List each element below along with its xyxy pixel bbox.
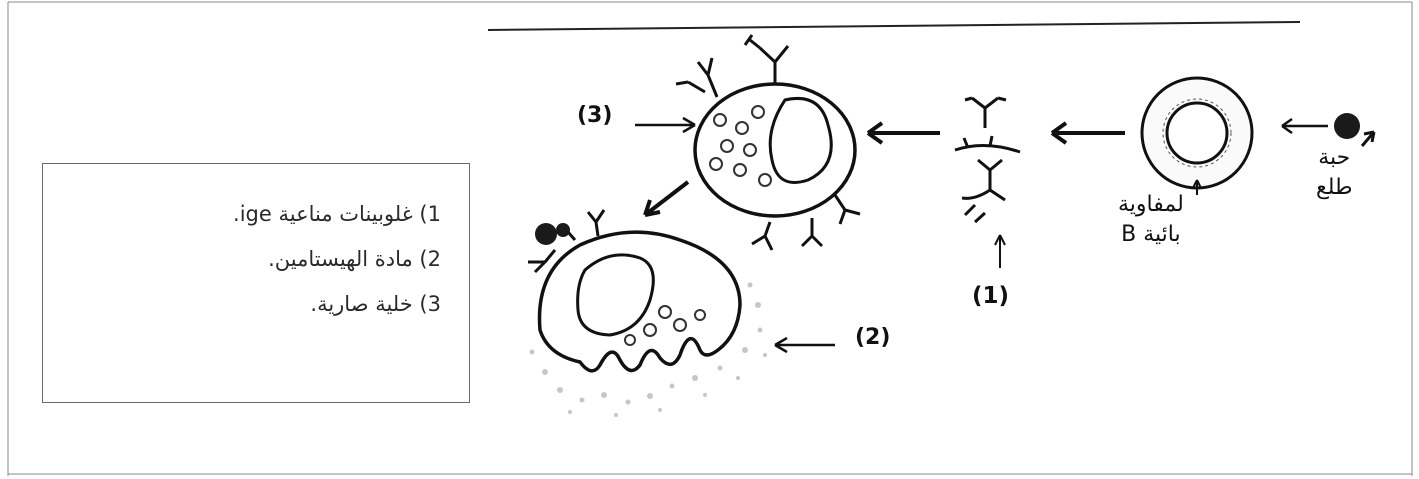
legend-item-histamine: 2) مادة الهيستامين. <box>233 237 441 282</box>
antibodies-ige <box>955 98 1020 222</box>
label-b-lymphocyte: لمفاوية بائية B <box>1118 190 1184 250</box>
label-b-lymphocyte-line2: بائية B <box>1118 220 1184 250</box>
pollen-grain <box>1334 113 1374 146</box>
arrow-label1-to-antibodies <box>995 235 1005 268</box>
label-pollen-line2: طلع <box>1316 173 1353 203</box>
arrow-mastcell-to-degranulation <box>645 182 688 215</box>
arrow-label3-to-mastcell <box>635 118 695 132</box>
label-histamine-number: (2) <box>855 325 890 350</box>
mast-cell-sensitized <box>676 35 860 250</box>
legend-box: 1) غلوبينات مناعية ige. 2) مادة الهيستام… <box>42 163 470 403</box>
arrow-label2-to-histamine <box>775 338 835 352</box>
arrow-bcell-to-antibodies <box>1052 123 1125 143</box>
legend-item-mast-cell: 3) خلية صارية. <box>233 282 441 327</box>
top-rule <box>488 22 1300 30</box>
label-mast-cell-number: (3) <box>577 103 612 128</box>
label-b-lymphocyte-line1: لمفاوية <box>1118 190 1184 220</box>
label-pollen-grain: حبة طلع <box>1316 143 1353 203</box>
label-pollen-line1: حبة <box>1316 143 1353 173</box>
legend-item-antibodies: 1) غلوبينات مناعية ige. <box>233 192 441 237</box>
arrow-pollen-to-bcell <box>1282 119 1328 133</box>
mast-cell-degranulating <box>528 210 767 417</box>
legend-list: 1) غلوبينات مناعية ige. 2) مادة الهيستام… <box>233 192 441 327</box>
b-lymphocyte <box>1142 78 1252 188</box>
label-antibodies-number: (1) <box>972 283 1009 309</box>
arrow-antibodies-to-mastcell <box>868 123 940 143</box>
